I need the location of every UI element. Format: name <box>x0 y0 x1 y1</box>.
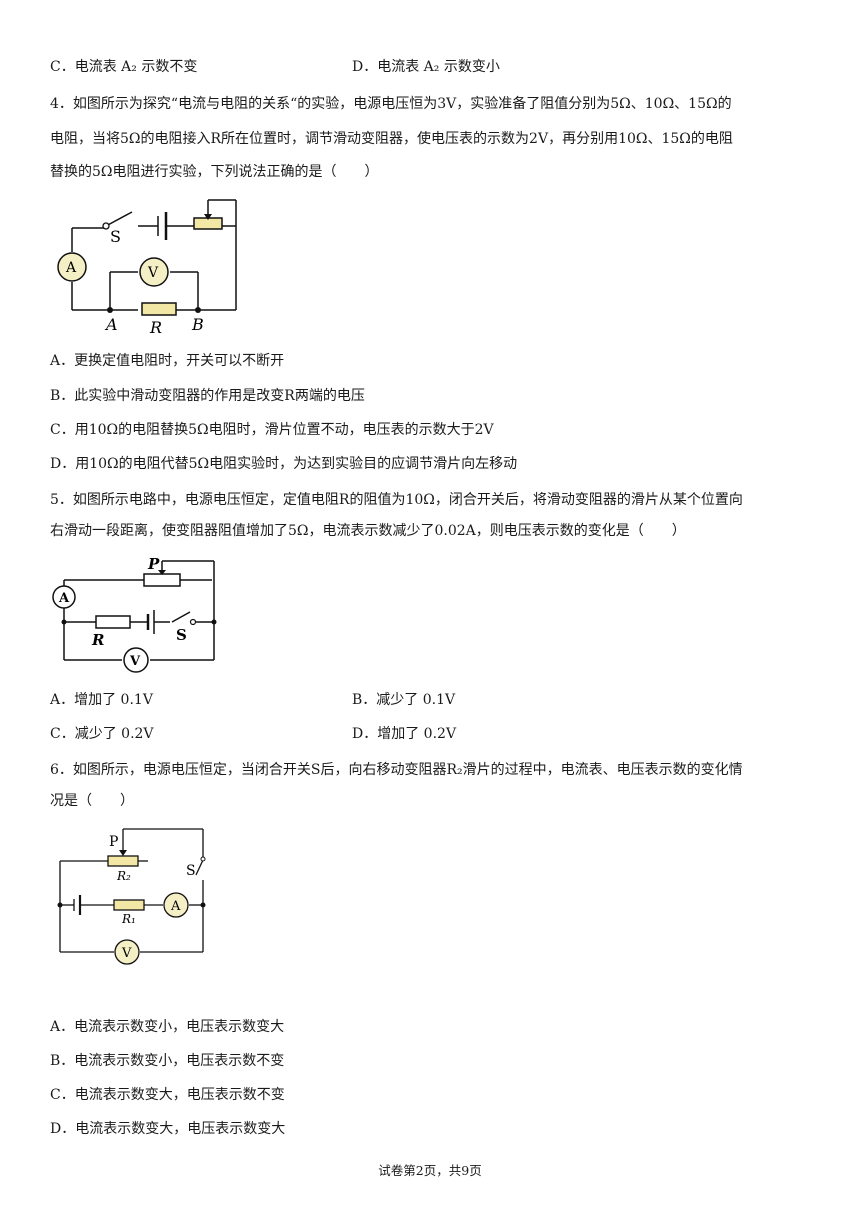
q6-slider-label: P <box>109 834 118 850</box>
q4-option-c: C．用10Ω的电阻替换5Ω电阻时，滑片位置不动，电压表的示数大于2V <box>50 422 494 438</box>
q4-ammeter-label: A <box>65 260 77 276</box>
q4-stem-line-2: 电阻，当将5Ω的电阻接入R所在位置时，调节滑动变阻器，使电压表的示数为2V，再分… <box>50 131 733 147</box>
q6-r2-label: R₂ <box>116 869 131 883</box>
q6-circuit-diagram: P R₂ S R₁ A V <box>57 828 206 965</box>
q5-ammeter-label: A <box>58 591 70 606</box>
q6-switch-label: S <box>186 863 196 879</box>
q4-option-a: A．更换定值电阻时，开关可以不断开 <box>50 353 285 369</box>
page-footer: 试卷第2页，共9页 <box>378 1163 482 1178</box>
q4-stem-line-1: 4．如图所示为探究“电流与电阻的关系“的实验，电源电压恒为3V，实验准备了阻值分… <box>50 96 732 112</box>
q4-resistor-label: R <box>149 318 162 337</box>
q6-option-c: C．电流表示数变大，电压表示数不变 <box>50 1087 285 1103</box>
q4-point-b-label: B <box>191 315 204 334</box>
q6-stem-line-2: 况是（ ） <box>50 793 134 809</box>
q5-slider-label: P <box>147 555 160 573</box>
q5-stem-line-1: 5．如图所示电路中，电源电压恒定，定值电阻R的阻值为10Ω，闭合开关后，将滑动变… <box>50 492 743 508</box>
q5-option-a: A．增加了 0.1V <box>50 692 153 708</box>
q5-voltmeter-label: V <box>129 654 141 669</box>
q5-circuit-diagram: P A R S V <box>52 555 217 673</box>
q4-option-b: B．此实验中滑动变阻器的作用是改变R两端的电压 <box>50 388 365 404</box>
q4-stem-line-3: 替换的5Ω电阻进行实验，下列说法正确的是（ ） <box>50 164 379 180</box>
q5-stem-line-2: 右滑动一段距离，使变阻器阻值增加了5Ω，电流表示数减少了0.02A，则电压表示数… <box>50 523 686 539</box>
q5-switch-label: S <box>176 626 187 644</box>
q6-stem-line-1: 6．如图所示，电源电压恒定，当闭合开关S后，向右移动变阻器R₂滑片的过程中，电流… <box>50 762 743 778</box>
q4-switch-label: S <box>110 227 121 246</box>
q4-circuit-diagram: A V S A R B <box>57 199 237 337</box>
q6-option-d: D．电流表示数变大，电压表示数变大 <box>50 1121 286 1137</box>
q3-option-d: D．电流表 A₂ 示数变小 <box>352 59 500 75</box>
q5-resistor-label: R <box>91 631 104 649</box>
q3-option-c: C．电流表 A₂ 示数不变 <box>50 59 198 75</box>
q6-r1-label: R₁ <box>121 912 136 926</box>
q5-option-b: B．减少了 0.1V <box>352 692 456 708</box>
q5-option-d: D．增加了 0.2V <box>352 726 457 742</box>
q6-ammeter-label: A <box>170 899 181 914</box>
q6-option-b: B．电流表示数变小，电压表示数不变 <box>50 1053 285 1069</box>
q6-option-a: A．电流表示数变小，电压表示数变大 <box>50 1019 285 1035</box>
q4-voltmeter-label: V <box>147 265 159 281</box>
q4-point-a-label: A <box>104 315 118 334</box>
q6-voltmeter-label: V <box>121 946 132 961</box>
q5-option-c: C．减少了 0.2V <box>50 726 154 742</box>
q4-option-d: D．用10Ω的电阻代替5Ω电阻实验时，为达到实验目的应调节滑片向左移动 <box>50 456 518 472</box>
